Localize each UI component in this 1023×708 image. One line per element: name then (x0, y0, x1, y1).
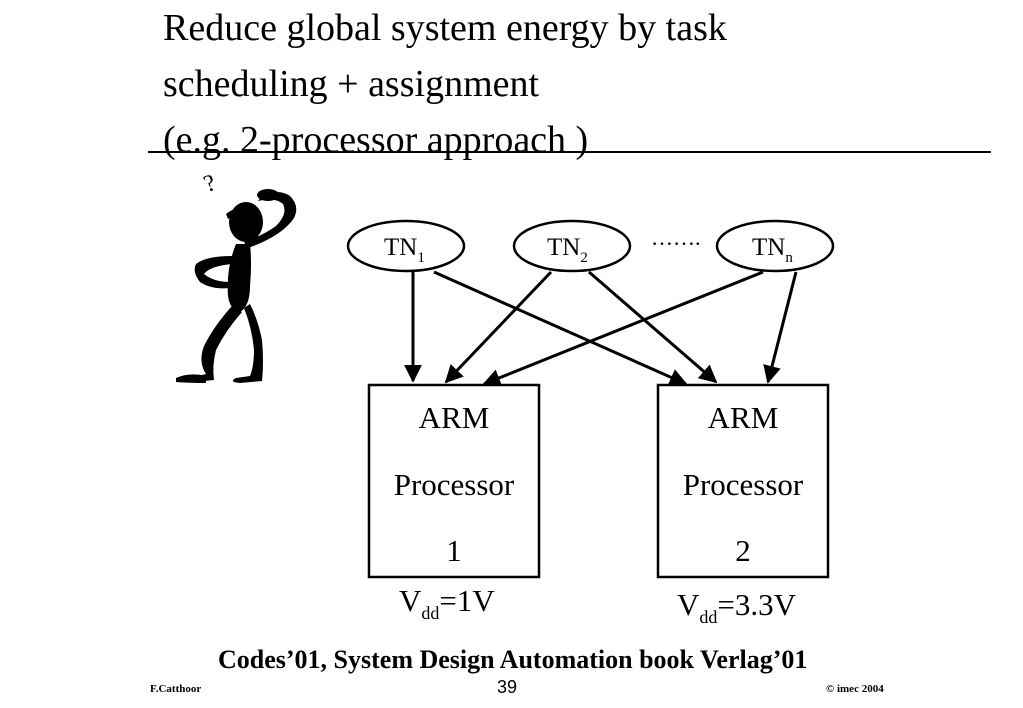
footer-author: F.Catthoor (150, 683, 202, 695)
edge-tnn-to-proc1 (482, 270, 764, 387)
task-node-subscript: 1 (417, 250, 425, 266)
svg-text:TNn: TNn (752, 234, 793, 266)
processor-line3: 1 (446, 533, 462, 568)
footer-copyright: © imec 2004 (826, 683, 884, 695)
task-node-tn2: TN2 (512, 219, 632, 273)
processor-line1: ARM (419, 400, 490, 435)
processor-line2: Processor (394, 467, 515, 502)
citation: Codes’01, System Design Automation book … (218, 645, 808, 674)
title-line-3: (e.g. 2-processor approach ) (163, 119, 589, 161)
processor-line3: 2 (735, 533, 751, 568)
vdd-label-2: Vdd=3.3V (677, 587, 797, 627)
svg-text:TN2: TN2 (547, 234, 588, 266)
processor-line2: Processor (683, 467, 804, 502)
processor-box-2: ARM Processor 2 (656, 383, 830, 579)
processor-box-1: ARM Processor 1 (367, 383, 541, 579)
task-node-label: TN (384, 234, 417, 261)
edge-tnn-to-proc2 (763, 271, 798, 384)
edge-tn1-to-proc2 (433, 270, 688, 386)
task-node-label: TN (752, 234, 785, 261)
task-node-tn1: TN1 (346, 219, 466, 273)
slide-title: Reduce global system energy by task sche… (163, 0, 727, 168)
task-node-subscript: n (785, 250, 793, 266)
processor-line1: ARM (708, 400, 779, 435)
svg-text:TN1: TN1 (384, 234, 425, 266)
task-node-subscript: 2 (580, 250, 588, 266)
page-number: 39 (497, 677, 518, 697)
thinking-person-icon (176, 189, 297, 383)
title-line-2: scheduling + assignment (163, 63, 540, 105)
title-line-1: Reduce global system energy by task (163, 7, 727, 49)
task-node-ellipsis: ……. (651, 225, 701, 250)
edge-tn2-to-proc2 (588, 270, 718, 384)
title-divider (148, 151, 991, 153)
task-node-label: TN (547, 234, 580, 261)
vdd-label-1: Vdd=1V (399, 583, 495, 623)
task-node-tnn: TNn (715, 219, 835, 273)
thinking-question-mark: ? (200, 170, 219, 198)
edge-tn2-to-proc1 (444, 270, 553, 384)
